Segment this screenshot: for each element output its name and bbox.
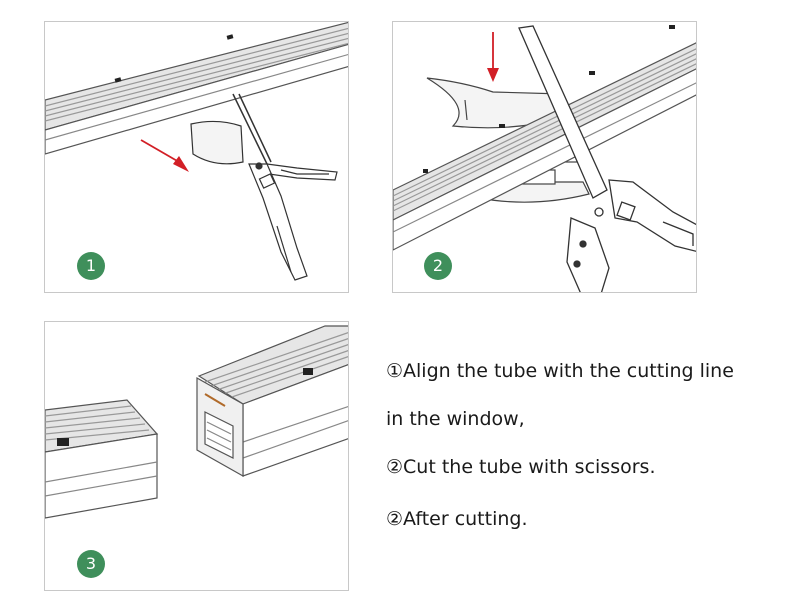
cut-mark	[57, 438, 69, 446]
cut-mark	[669, 25, 675, 29]
step-1-panel: 1	[44, 21, 349, 293]
step-number: 3	[85, 554, 97, 573]
instruction-step-1-line-1: ①Align the tube with the cutting line	[386, 360, 734, 382]
cut-mark	[423, 169, 428, 173]
step-1-badge: 1	[77, 252, 105, 280]
scissors-icon	[190, 93, 338, 281]
instruction-step-3: ②After cutting.	[386, 508, 528, 530]
step-2-panel: 2	[392, 21, 697, 293]
cut-mark	[226, 34, 234, 40]
neon-tube	[393, 25, 696, 251]
neon-tube	[45, 22, 348, 155]
instruction-step-2: ②Cut the tube with scissors.	[386, 456, 656, 478]
step-number: 1	[85, 256, 97, 275]
step-number: 2	[432, 256, 444, 275]
direction-arrow	[140, 139, 189, 172]
step-1-illustration	[45, 22, 348, 281]
direction-arrow	[487, 32, 499, 82]
tube-segment-right	[196, 325, 348, 478]
step-3-illustration	[45, 325, 348, 519]
instruction-step-1-line-2: in the window,	[386, 408, 525, 430]
cut-mark	[589, 71, 595, 75]
step-2-illustration	[393, 25, 696, 292]
scissors-icon	[518, 25, 696, 292]
cut-mark	[499, 124, 505, 128]
step-3-panel: 3	[44, 321, 349, 591]
tube-segment-left	[45, 399, 159, 519]
cut-mark	[303, 368, 313, 375]
cut-mark	[114, 77, 122, 83]
copper-strip	[204, 393, 226, 407]
step-3-badge: 3	[77, 550, 105, 578]
step-2-badge: 2	[424, 252, 452, 280]
